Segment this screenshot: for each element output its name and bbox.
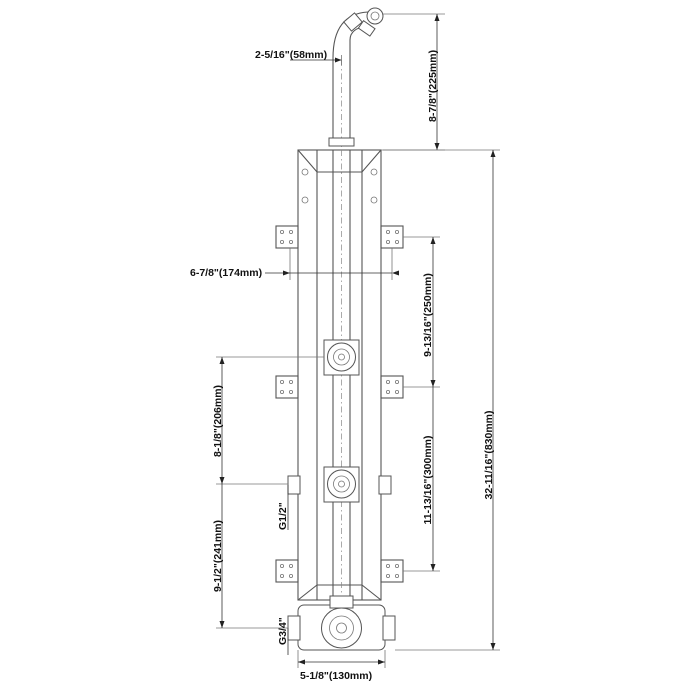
label-left-lower-spacing: 9-1/2"(241mm): [212, 520, 224, 592]
dim-total-height: [381, 149, 500, 651]
elbow-fitting: [343, 7, 384, 37]
upper-left-bracket: [275, 225, 299, 249]
middle-left-bracket: [275, 375, 299, 399]
label-elbow-offset: 2-5/16"(58mm): [255, 49, 327, 61]
dim-middle-spacing: [403, 387, 440, 572]
upper-outlet: [323, 339, 360, 376]
dim-left-upper-spacing: [216, 356, 324, 485]
dim-upper-spacing: [403, 236, 440, 388]
label-upper-spacing: 9-13/16"(250mm): [422, 273, 434, 357]
inner-pipe: [332, 150, 351, 640]
lower-right-bracket: [380, 559, 404, 583]
label-total-height: 32-11/16"(830mm): [483, 410, 495, 499]
middle-right-bracket: [380, 375, 404, 399]
label-side-outlet-thread: G1/2": [277, 502, 289, 530]
dim-left-lower-spacing: [216, 484, 288, 629]
upper-right-bracket: [380, 225, 404, 249]
label-bracket-spacing: 6-7/8"(174mm): [190, 267, 262, 279]
dim-bracket-spacing: [265, 248, 399, 280]
middle-outlet: [287, 466, 392, 503]
dim-valve-width: [297, 650, 386, 668]
label-left-upper-spacing: 8-1/8"(206mm): [212, 385, 224, 457]
lower-left-bracket: [275, 559, 299, 583]
label-inlet-thread: G3/4": [277, 617, 289, 645]
label-middle-spacing: 11-13/16"(300mm): [422, 435, 434, 524]
label-riser-height: 8-7/8"(225mm): [427, 50, 439, 122]
label-valve-width: 5-1/8"(130mm): [300, 670, 372, 682]
valve-body: [287, 595, 396, 651]
dim-elbow-offset: [290, 55, 342, 65]
riser-pipe: [328, 11, 369, 150]
